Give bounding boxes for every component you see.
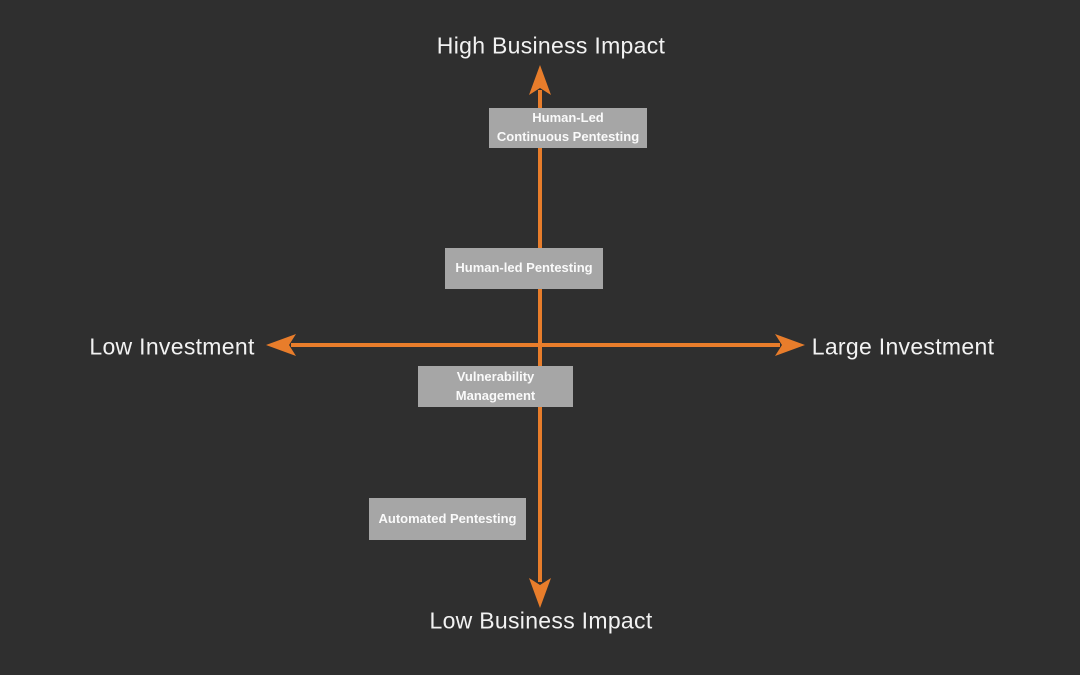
axis-label-large-investment: Large Investment bbox=[811, 333, 995, 360]
axis-label-high-business-impact: High Business Impact bbox=[436, 32, 666, 59]
box-human-led-continuous-pentesting: Human-Led Continuous Pentesting bbox=[489, 108, 647, 148]
axis-label-low-investment: Low Investment bbox=[89, 333, 255, 360]
arrowhead-left-icon bbox=[266, 334, 296, 356]
arrowhead-down-icon bbox=[529, 578, 551, 608]
box-vulnerability-management: Vulnerability Management bbox=[418, 366, 573, 407]
arrowhead-right-icon bbox=[775, 334, 805, 356]
box-automated-pentesting: Automated Pentesting bbox=[369, 498, 526, 540]
arrowhead-up-icon bbox=[529, 65, 551, 95]
box-human-led-pentesting: Human-led Pentesting bbox=[445, 248, 603, 289]
axis-label-low-business-impact: Low Business Impact bbox=[429, 607, 653, 634]
